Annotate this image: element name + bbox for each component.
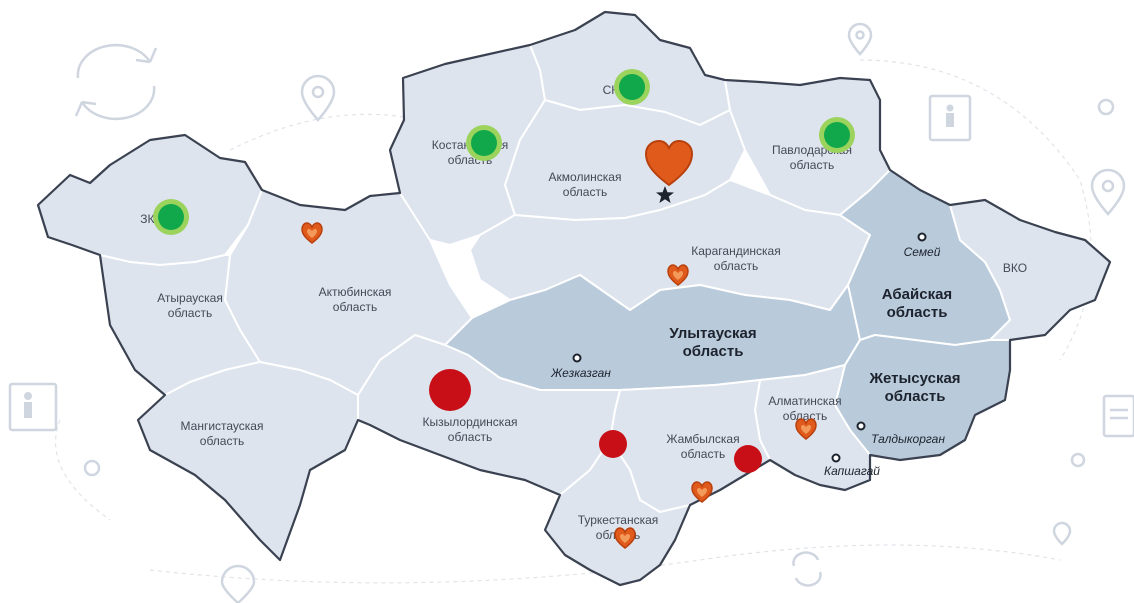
- map-pin-icon: [220, 564, 256, 603]
- city-dot-kapshagay: [831, 453, 841, 463]
- document-icon: [1102, 394, 1134, 438]
- heart-icon[interactable]: [301, 222, 323, 244]
- city-markers: Семей Жезказган Талдыкорган Капшагай: [550, 232, 945, 478]
- heart-icon[interactable]: [667, 264, 689, 286]
- green-marker-pavlodar[interactable]: [819, 117, 855, 153]
- country-border: [36, 10, 1112, 587]
- circle-icon: [1097, 98, 1115, 116]
- red-marker-turkestan[interactable]: [599, 430, 627, 458]
- map-pin-icon: [300, 74, 336, 122]
- map-pin-icon: [1052, 521, 1072, 546]
- red-marker-zhambyl[interactable]: [734, 445, 762, 473]
- circle-icon: [83, 459, 101, 477]
- city-dot-semey: [917, 232, 927, 242]
- city-label-semey: Семей: [904, 245, 941, 259]
- heart-icon[interactable]: [795, 418, 817, 440]
- map-pin-icon: [847, 22, 873, 56]
- refresh-icon: [792, 551, 822, 587]
- green-marker-kostanay[interactable]: [466, 125, 502, 161]
- background-decor: [8, 22, 1134, 603]
- city-label-zhezkazgan: Жезказган: [550, 366, 611, 380]
- data-markers: [153, 69, 855, 549]
- map-pin-icon: [1090, 168, 1126, 216]
- label-vko: ВКО: [1003, 261, 1027, 275]
- heart-icon[interactable]: [691, 481, 713, 503]
- refresh-icon: [74, 43, 158, 121]
- person-icon: [8, 382, 58, 432]
- person-icon: [928, 94, 972, 142]
- regions: [37, 11, 1111, 586]
- city-dot-zhezkazgan: [572, 353, 582, 363]
- heart-icon[interactable]: [614, 527, 636, 549]
- star-icon: [656, 186, 674, 203]
- city-dot-taldykorgan: [856, 421, 866, 431]
- green-marker-zko[interactable]: [153, 199, 189, 235]
- city-label-taldykorgan: Талдыкорган: [871, 432, 945, 446]
- red-marker-kyzylorda[interactable]: [429, 369, 471, 411]
- city-label-kapshagay: Капшагай: [824, 464, 880, 478]
- circle-icon: [1070, 452, 1086, 468]
- heart-icon[interactable]: [644, 139, 694, 187]
- green-marker-sko[interactable]: [614, 69, 650, 105]
